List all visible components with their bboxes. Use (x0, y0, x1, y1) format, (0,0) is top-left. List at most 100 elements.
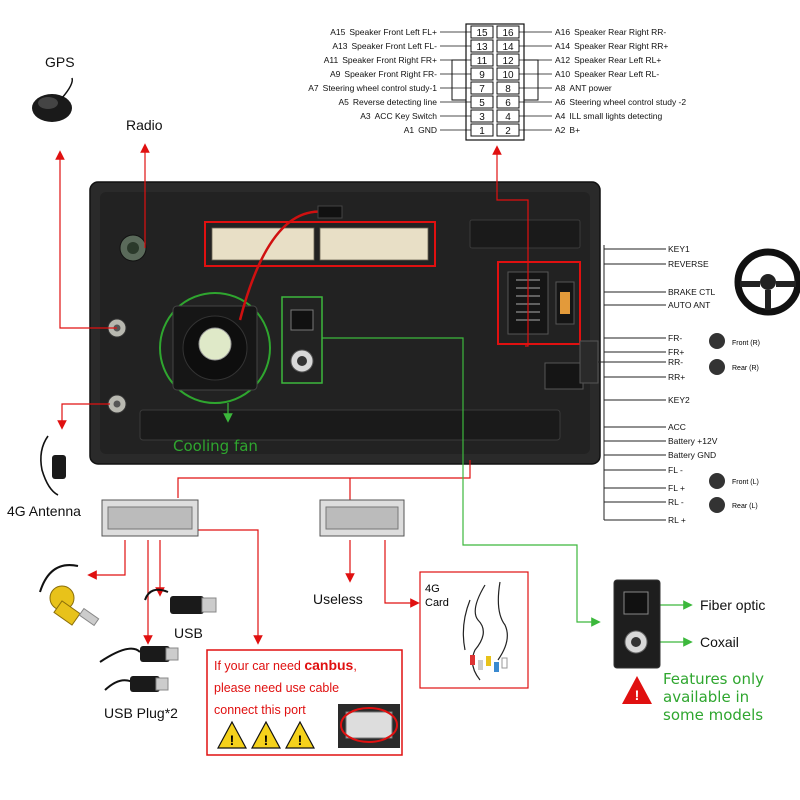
card-4g-box: 4G Card (419, 571, 529, 689)
pin-number: 12 (502, 56, 514, 67)
canbus-port-photo (338, 704, 400, 748)
pin-number: 4 (505, 112, 511, 123)
pin-number: 6 (505, 98, 511, 109)
svg-text:!: ! (635, 687, 640, 703)
gps-antenna-icon (32, 77, 74, 122)
pin-label-left: A13 Speaker Front Left FL- (332, 41, 437, 51)
side-wire-label: RL + (668, 515, 686, 525)
connector-key-right (523, 59, 539, 101)
green-arrows (223, 337, 693, 647)
pin-function: ACC Key Switch (375, 111, 438, 121)
pin-function: Speaker Rear Left RL+ (574, 55, 661, 65)
side-plug (579, 340, 599, 384)
side-wire-label: RR- (668, 357, 683, 367)
pin-code: A2 (555, 125, 566, 135)
side-wire-label: RL - (668, 497, 684, 507)
pin-function: Steering wheel control study -2 (569, 97, 686, 107)
optical-coax-highlight (281, 296, 323, 384)
connector-key-left (451, 59, 467, 101)
fan-power-wire (238, 210, 326, 321)
canbus-socket-highlight (497, 261, 581, 345)
pin-code: A4 (555, 111, 566, 121)
pin-number: 3 (479, 112, 485, 123)
pin-function: ILL small lights detecting (569, 111, 662, 121)
side-wire-label: ACC (668, 422, 686, 432)
side-wire-label: RR+ (668, 372, 685, 382)
canbus-word: canbus (304, 657, 353, 673)
pin-function: Speaker Front Right FR+ (342, 55, 437, 65)
usb-harness-connector (101, 499, 199, 537)
card-4g-label-1: 4G (425, 583, 440, 595)
pin-code: A8 (555, 83, 566, 93)
pin-number: 16 (502, 28, 514, 39)
main-harness-socket[interactable] (204, 221, 436, 267)
side-wire-label: Battery +12V (668, 436, 718, 446)
pin-code: A12 (555, 55, 570, 65)
pin-code: A15 (330, 27, 345, 37)
optical-port[interactable] (290, 309, 314, 331)
canbus-note: If your car need canbus, please need use… (206, 649, 403, 756)
fiber-optic-label: Fiber optic (700, 597, 765, 613)
pin-function: ANT power (569, 83, 612, 93)
antenna-4g-icon (40, 435, 66, 496)
pin-function: GND (418, 125, 437, 135)
pin-number: 15 (476, 28, 488, 39)
pin-function: Speaker Front Left FL- (351, 41, 437, 51)
pin-label-left: A7 Steering wheel control study-1 (308, 83, 437, 93)
steering-wheel-icon (734, 248, 800, 316)
pin-number: 1 (479, 126, 485, 137)
pin-code: A14 (555, 41, 570, 51)
gps-label: GPS (45, 54, 75, 70)
svg-text:If your car need canbus,: If your car need canbus, (214, 657, 357, 673)
pin-code: A11 (324, 55, 339, 65)
red-arrows (55, 143, 529, 645)
pin-number: 11 (477, 56, 488, 67)
side-wire-label: FL - (668, 465, 683, 475)
pin-function: Steering wheel control study-1 (323, 83, 438, 93)
features-line3: some models (663, 706, 763, 724)
head-unit-back (89, 181, 601, 465)
pin-code: A6 (555, 97, 566, 107)
pin-function: Reverse detecting line (353, 97, 437, 107)
pin-code: A13 (332, 41, 347, 51)
canbus-line1: If your car need (214, 659, 304, 673)
socket-pins (211, 227, 429, 261)
useless-label: Useless (313, 591, 363, 607)
side-wire-label: FR- (668, 333, 682, 343)
features-line2: available in (663, 688, 749, 706)
useless-harness-connector (319, 499, 405, 537)
speaker-icons (709, 333, 725, 513)
pin-number: 13 (476, 42, 488, 53)
side-wire-label: KEY2 (668, 395, 690, 405)
canbus-line3: connect this port (214, 703, 306, 717)
optional-ports-inset: ! (613, 579, 661, 704)
pin-function: Speaker Front Right FR- (344, 69, 437, 79)
cooling-fan-highlight (159, 292, 271, 404)
fiber-optic-port[interactable] (623, 591, 649, 615)
usb-plug-icon (144, 588, 217, 614)
side-wire-label: REVERSE (668, 259, 709, 269)
usb-plug-label: USB Plug*2 (104, 705, 178, 721)
svg-text:!: ! (298, 732, 303, 748)
pin-number: 8 (505, 84, 511, 95)
speaker-front-r: Front (R) (732, 340, 760, 347)
pin-number: 10 (502, 70, 514, 81)
pin-number: 14 (502, 42, 514, 53)
svg-text:!: ! (264, 732, 269, 748)
pin-code: A7 (308, 83, 319, 93)
pin-label-right: A12 Speaker Rear Left RL+ (555, 55, 661, 65)
antenna-4g-label: 4G Antenna (7, 503, 81, 519)
radio-label: Radio (126, 117, 163, 133)
card-4g-label-2: Card (425, 597, 449, 609)
